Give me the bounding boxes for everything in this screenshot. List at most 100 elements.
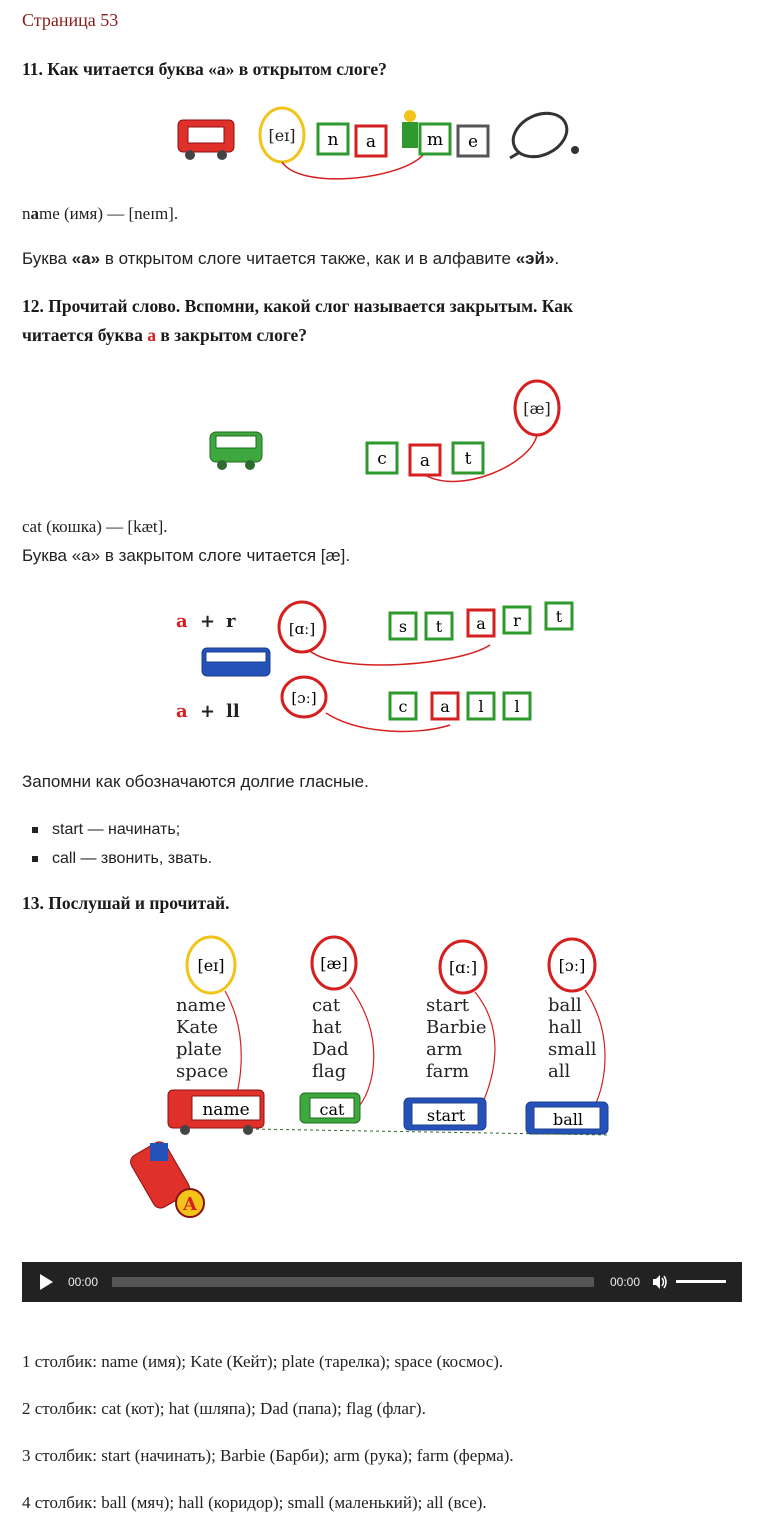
exercise-11-illustration: [eɪ] n a m e xyxy=(177,106,579,180)
word: space xyxy=(176,1061,228,1082)
word: arm xyxy=(426,1039,462,1060)
balloon-icon: [ɔː] xyxy=(280,675,451,733)
blue-wagon-icon: start xyxy=(403,1097,487,1131)
word: flag xyxy=(312,1061,346,1082)
balloon-label: [ɔː] xyxy=(291,689,316,707)
word: ball xyxy=(548,995,582,1016)
volume-slider[interactable] xyxy=(676,1280,726,1283)
letter-block: a xyxy=(466,608,496,638)
green-wagon-icon xyxy=(209,431,263,470)
audio-player: 00:00 00:00 xyxy=(22,1262,742,1302)
exercise-12-example: cat (кошка) — [kæt]. xyxy=(22,517,168,536)
word: cat xyxy=(312,995,341,1016)
balloon-label: [eɪ] xyxy=(268,126,295,145)
word: small xyxy=(548,1039,597,1060)
combo-letter: r xyxy=(226,611,236,632)
current-time: 00:00 xyxy=(68,1275,99,1289)
svg-text:start: start xyxy=(427,1106,466,1125)
svg-text:s: s xyxy=(399,617,407,636)
train-illustration: [eɪ] name Kate plate space name [æ] cat … xyxy=(130,935,611,1218)
word: name xyxy=(176,995,226,1016)
answer-line: 1 столбик: name (имя); Kate (Кейт); plat… xyxy=(22,1352,504,1371)
letter-block: t xyxy=(424,611,454,641)
svg-text:[æ]: [æ] xyxy=(320,954,348,973)
locomotive-icon: A xyxy=(130,1141,205,1218)
svg-text:a: a xyxy=(476,614,486,633)
exercise-11-example: name (имя) — [neɪm]. xyxy=(22,204,179,223)
balloon-icon: [eɪ] xyxy=(258,106,424,180)
boy-icon xyxy=(402,110,418,148)
duration: 00:00 xyxy=(610,1275,641,1289)
word: start xyxy=(426,995,470,1016)
svg-text:name: name xyxy=(202,1100,249,1120)
svg-text:n: n xyxy=(328,130,339,150)
exercise-11-title: 11. Как читается буква «а» в открытом сл… xyxy=(22,59,387,79)
combo-plus: + xyxy=(200,611,215,632)
svg-text:t: t xyxy=(556,607,563,626)
balloon-icon: [ɔː] xyxy=(547,937,606,1106)
letter-block: c xyxy=(365,441,399,475)
svg-text:r: r xyxy=(513,611,521,630)
letter-block: l xyxy=(466,691,496,721)
word: hat xyxy=(312,1017,342,1038)
svg-text:t: t xyxy=(465,449,472,469)
svg-text:cat: cat xyxy=(320,1100,346,1119)
play-icon[interactable] xyxy=(40,1274,53,1290)
svg-text:a: a xyxy=(440,697,450,716)
combo-plus: + xyxy=(200,701,215,722)
combo-letter: ll xyxy=(226,701,240,722)
answer-line: 3 столбик: start (начинать); Barbie (Бар… xyxy=(22,1446,514,1465)
volume-icon[interactable] xyxy=(652,1274,668,1290)
red-wagon-icon: name xyxy=(167,1089,265,1135)
progress-slider[interactable] xyxy=(112,1277,594,1287)
exercise-12-illustration: c a t [æ] xyxy=(209,379,561,483)
letter-block: t xyxy=(544,601,574,631)
word: Barbie xyxy=(426,1017,487,1038)
balloon-label: [ɑː] xyxy=(289,620,315,638)
svg-text:m: m xyxy=(427,130,443,150)
balloon-icon: [eɪ] xyxy=(185,935,242,1101)
exercise-13-title: 13. Послушай и прочитай. xyxy=(22,893,230,913)
svg-text:c: c xyxy=(377,449,387,469)
letter-block: n xyxy=(316,122,350,156)
svg-text:e: e xyxy=(468,132,478,152)
svg-text:[eɪ]: [eɪ] xyxy=(197,956,224,975)
svg-text:[ɔː]: [ɔː] xyxy=(559,956,586,975)
word: Dad xyxy=(312,1039,349,1060)
letter-block: s xyxy=(388,611,418,641)
blue-wagon-icon xyxy=(201,647,271,677)
page-number: Страница 53 xyxy=(22,10,119,30)
balloon-icon: [ɑː] xyxy=(277,600,491,666)
answer-line: 4 столбик: ball (мяч); hall (коридор); s… xyxy=(22,1493,487,1512)
word: plate xyxy=(176,1039,222,1060)
exercise-12-rule: Буква «а» в закрытом слоге читается [æ]. xyxy=(22,546,351,565)
exercise-12-title: 12. Прочитай слово. Вспомни, какой слог … xyxy=(22,296,574,345)
letter-block: e xyxy=(456,124,490,158)
balloon-icon: [ɑː] xyxy=(438,939,496,1106)
exercise-11-rule: Буква «а» в открытом слоге читается такж… xyxy=(22,249,560,268)
svg-text:c: c xyxy=(399,697,408,716)
combo-letter: a xyxy=(176,611,188,632)
balloon-label: [æ] xyxy=(523,399,551,418)
word: all xyxy=(548,1061,570,1082)
svg-text:l: l xyxy=(478,697,483,716)
combo-letter: a xyxy=(176,701,188,722)
balloon-icon: [æ] xyxy=(310,935,375,1106)
letter-block: r xyxy=(502,605,532,635)
list-item: call — звонить, звать. xyxy=(22,844,212,873)
word: Kate xyxy=(176,1017,218,1038)
letter-block: a xyxy=(354,124,388,158)
letter-block: l xyxy=(502,691,532,721)
letter-block: t xyxy=(451,441,485,475)
deflated-balloon-icon xyxy=(509,111,579,160)
letter-block: c xyxy=(388,691,418,721)
long-vowels-illustration: a + r a + ll [ɑː] s t a r t [ɔː] c a l l xyxy=(176,600,574,733)
word-list: start — начинать; call — звонить, звать. xyxy=(22,815,212,873)
letter-block: m xyxy=(418,122,452,156)
svg-text:a: a xyxy=(366,132,376,152)
svg-text:t: t xyxy=(436,617,443,636)
svg-text:[ɑː]: [ɑː] xyxy=(449,958,477,977)
engine-letter: A xyxy=(182,1194,198,1215)
balloon-icon: [æ] xyxy=(424,379,561,483)
word: farm xyxy=(426,1061,469,1082)
